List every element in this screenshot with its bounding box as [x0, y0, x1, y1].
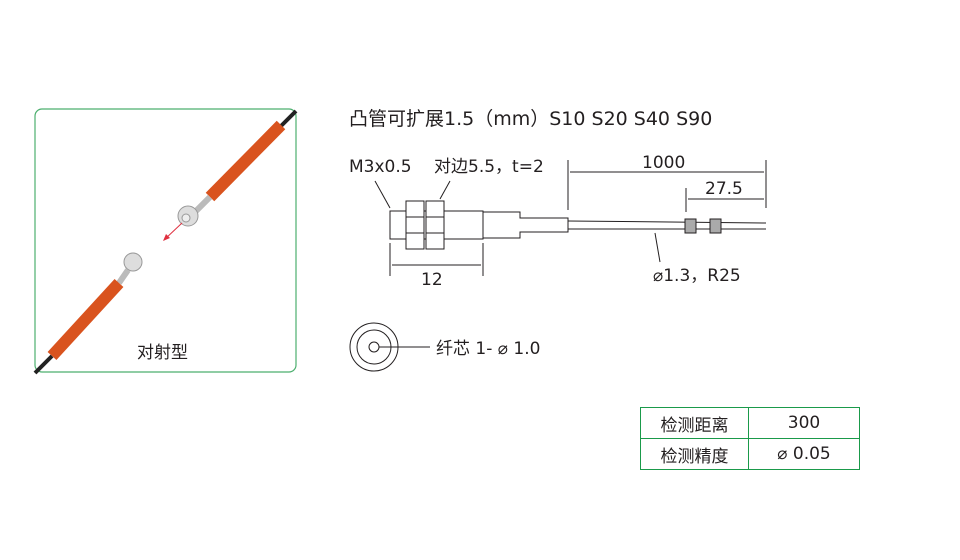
nut-label: 对边5.5，t=2: [434, 157, 544, 177]
spec-value: 300: [748, 407, 860, 439]
sensor-drawing: [349, 160, 767, 372]
thread-label: M3x0.5: [349, 157, 412, 177]
ferrule-1: [684, 218, 697, 234]
core-label: 纤芯 1- ⌀ 1.0: [436, 339, 540, 359]
spec-table: 检测距离 300 检测精度 ⌀ 0.05: [640, 407, 860, 470]
ferrule-2: [709, 218, 722, 234]
hex-nut-1: [405, 200, 425, 250]
dim-total-length: 1000: [642, 153, 685, 173]
spec-value: ⌀ 0.05: [748, 438, 860, 470]
spec-key: 检测精度: [640, 438, 749, 470]
photo-caption: 对射型: [137, 343, 188, 363]
photo-panel: [33, 108, 298, 375]
dim-tip-length: 27.5: [705, 179, 743, 199]
hex-nut-2: [425, 200, 445, 250]
table-row: 检测精度 ⌀ 0.05: [640, 438, 860, 470]
table-row: 检测距离 300: [640, 407, 860, 439]
fiber-sensor-lower: [33, 252, 143, 375]
strain-relief: [482, 211, 569, 239]
extension-heading: 凸管可扩展1.5（mm）S10 S20 S40 S90: [349, 108, 712, 130]
cable-label: ⌀1.3，R25: [653, 266, 741, 286]
dim-head-length: 12: [421, 270, 443, 290]
spec-key: 检测距离: [640, 407, 749, 439]
fiber-sensor-upper: [177, 109, 298, 227]
